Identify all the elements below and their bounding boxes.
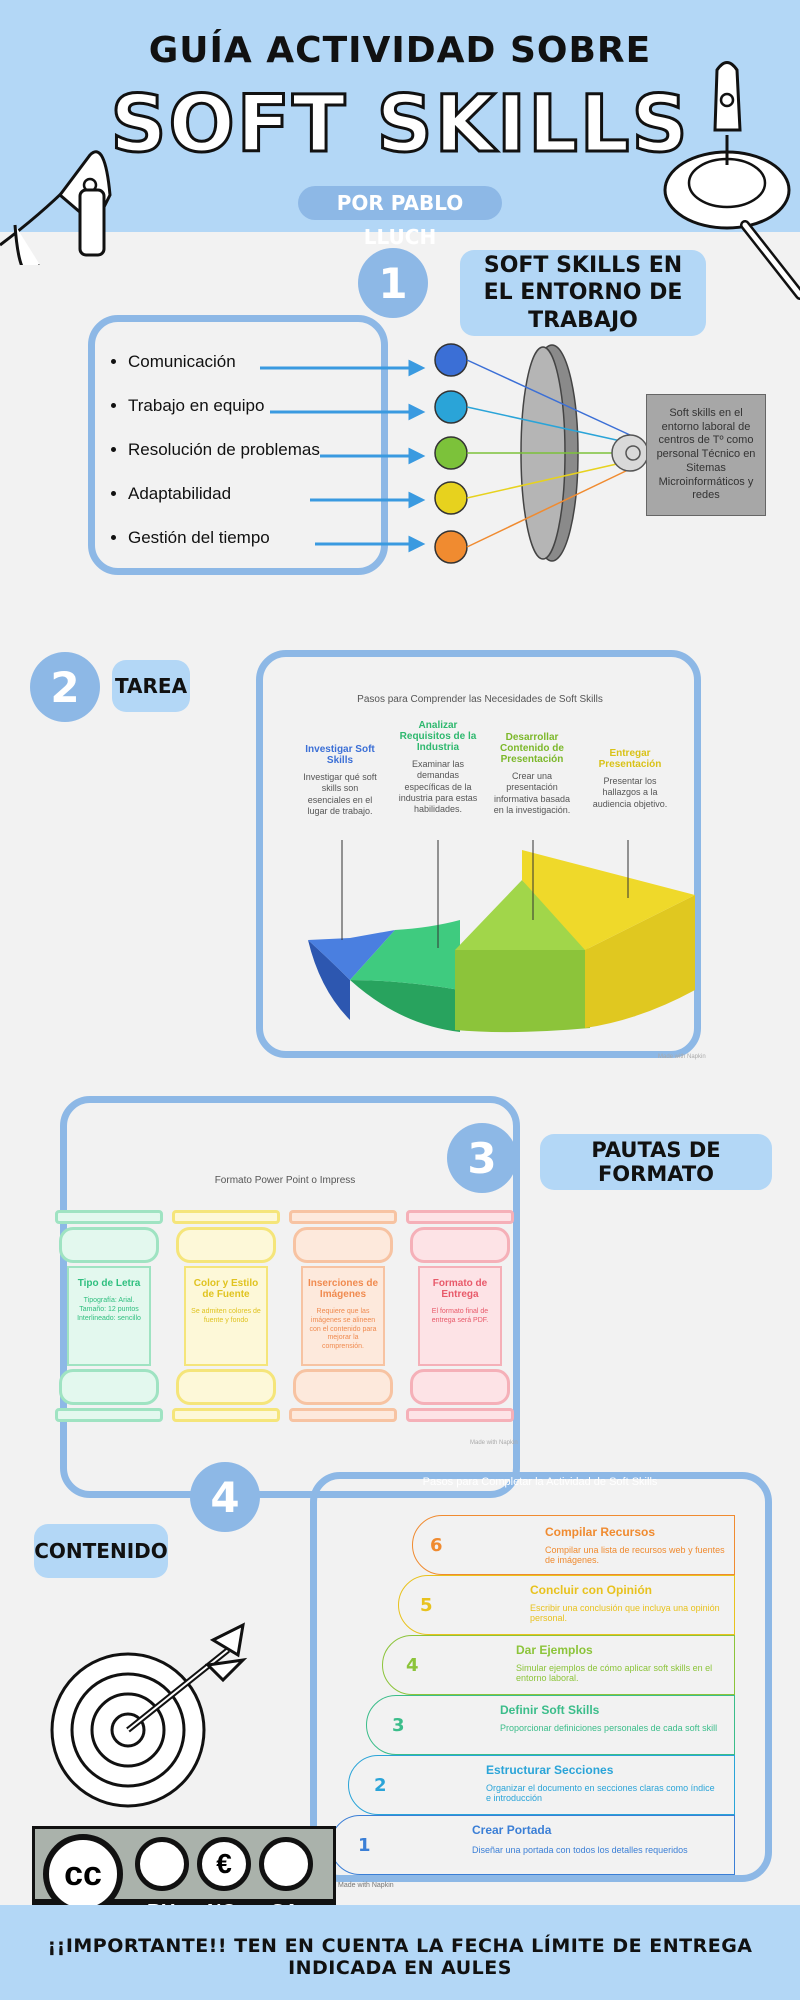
steps-stair-chart: 6 Compilar Recursos Compilar una lista d… (330, 1515, 735, 1875)
stair-desc: Simular ejemplos de cómo aplicar soft sk… (516, 1663, 713, 1683)
section1-frame (88, 315, 388, 575)
chart2-credit: Made with Napkin (658, 1054, 706, 1060)
steps-pie-chart (308, 840, 695, 1033)
step-title: Desarrollar Contenido de Presentación (500, 732, 564, 765)
format-title: Formato de Entrega (432, 1278, 488, 1300)
stair-step-5 (398, 1575, 735, 1635)
format-desc: Requiere que las imágenes se alineen con… (309, 1308, 377, 1350)
chart4-title: Pasos para Completar la Actividad de Sof… (422, 1476, 658, 1488)
stair-number: 2 (374, 1775, 387, 1796)
rocket-left-icon (0, 150, 112, 265)
stair-step-4 (382, 1635, 735, 1695)
section1-heading: SOFT SKILLS EN EL ENTORNO DE TRABAJO (460, 250, 706, 336)
cc-logo-icon: cc (43, 1834, 123, 1914)
target-icon (50, 1622, 248, 1808)
nc-icon: € (197, 1837, 251, 1891)
chart4-credit: Made with Napkin (338, 1882, 394, 1889)
step-desc: Crear una presentación informativa basad… (493, 771, 571, 815)
stair-title: Concluir con Opinión (530, 1583, 652, 1597)
section4-number: 4 (190, 1462, 260, 1532)
step-desc: Examinar las demandas específicas de la … (398, 759, 478, 814)
stair-step-3 (366, 1695, 735, 1755)
section1-number: 1 (358, 248, 428, 318)
skill-node-icon (434, 390, 468, 424)
format-desc: Se admiten colores de fuente y fondo (191, 1308, 261, 1324)
step-title: Investigar Soft Skills (305, 744, 375, 766)
stair-number: 6 (430, 1535, 443, 1556)
chart3-credit: Made with Napkin (470, 1440, 518, 1446)
step-title: Entregar Presentación (598, 748, 662, 770)
format-column-4: Formato de Entrega El formato final de e… (406, 1210, 514, 1422)
chart2-title: Pasos para Comprender las Necesidades de… (357, 694, 603, 705)
skill-node-icon (434, 436, 468, 470)
section3-number: 3 (447, 1123, 517, 1193)
format-title: Color y Estilo de Fuente (193, 1278, 259, 1300)
steps-labels: Investigar Soft Skills Investigar qué so… (300, 720, 692, 830)
skill-item: Gestión del tiempo (128, 528, 320, 572)
stair-title: Estructurar Secciones (486, 1763, 614, 1777)
format-desc: El formato final de entrega será PDF. (431, 1308, 489, 1324)
sa-icon (259, 1837, 313, 1891)
section2-heading: TAREA (112, 660, 190, 712)
section2-number: 2 (30, 652, 100, 722)
skills-diagram (260, 343, 649, 564)
stair-number: 3 (392, 1715, 405, 1736)
rocket-launch-icon (663, 61, 800, 300)
stair-desc: Escribir una conclusión que incluya una … (530, 1603, 720, 1623)
format-title: Tipo de Letra (77, 1278, 141, 1289)
stair-desc: Compilar una lista de recursos web y fue… (545, 1545, 725, 1565)
format-column-1: Tipo de Letra Tipografía: Arial. Tamaño:… (55, 1210, 163, 1422)
format-column-3: Inserciones de Imágenes Requiere que las… (289, 1210, 397, 1422)
stair-number: 4 (406, 1655, 419, 1676)
step-desc: Presentar los hallazgos a la audiencia o… (592, 776, 668, 809)
stair-title: Definir Soft Skills (500, 1703, 600, 1717)
chart3-title: Formato Power Point o Impress (214, 1175, 356, 1186)
stair-step-2 (348, 1755, 735, 1815)
skill-node-icon (434, 530, 468, 564)
stair-desc: Proporcionar definiciones personales de … (500, 1723, 718, 1733)
title-line1: GUÍA ACTIVIDAD SOBRE (148, 30, 652, 71)
skill-node-icon (434, 481, 468, 515)
stair-title: Dar Ejemplos (516, 1643, 593, 1657)
byline: POR PABLO LLUCH (298, 186, 502, 249)
skills-output-box: Soft skills en el entorno laboral de cen… (646, 394, 766, 516)
section4-frame (310, 1472, 772, 1882)
stair-desc: Diseñar una portada con todos los detall… (472, 1845, 688, 1855)
skill-node-icon (434, 343, 468, 377)
step-desc: Investigar qué soft skills son esenciale… (303, 772, 377, 816)
format-desc: Tipografía: Arial. Tamaño: 12 puntos Int… (77, 1297, 141, 1322)
stair-step-6 (412, 1515, 735, 1575)
format-title: Inserciones de Imágenes (307, 1278, 379, 1300)
skill-item: Trabajo en equipo (128, 396, 320, 440)
deadline-notice: ¡¡IMPORTANTE!! TEN EN CUENTA LA FECHA LÍ… (47, 1935, 753, 1979)
section3-heading: PAUTAS DE FORMATO (540, 1134, 772, 1190)
section3-frame (60, 1096, 520, 1498)
stair-title: Compilar Recursos (545, 1525, 656, 1539)
skills-list: Comunicación Trabajo en equipo Resolució… (110, 352, 320, 572)
step-title: Analizar Requisitos de la Industria (399, 720, 477, 753)
title-line2: SOFT SKILLS (109, 79, 690, 172)
stair-title: Crear Portada (472, 1823, 552, 1837)
section2-frame (256, 650, 701, 1058)
format-column-2: Color y Estilo de Fuente Se admiten colo… (172, 1210, 280, 1422)
footer-background (0, 1905, 800, 2000)
section4-heading: CONTENIDO (34, 1524, 168, 1578)
stair-number: 5 (420, 1595, 433, 1616)
stair-desc: Organizar el documento en secciones clar… (486, 1783, 715, 1803)
skill-item: Resolución de problemas (128, 440, 320, 484)
skill-item: Comunicación (128, 352, 320, 396)
by-icon (135, 1837, 189, 1891)
stair-number: 1 (358, 1835, 371, 1856)
skill-item: Adaptabilidad (128, 484, 320, 528)
